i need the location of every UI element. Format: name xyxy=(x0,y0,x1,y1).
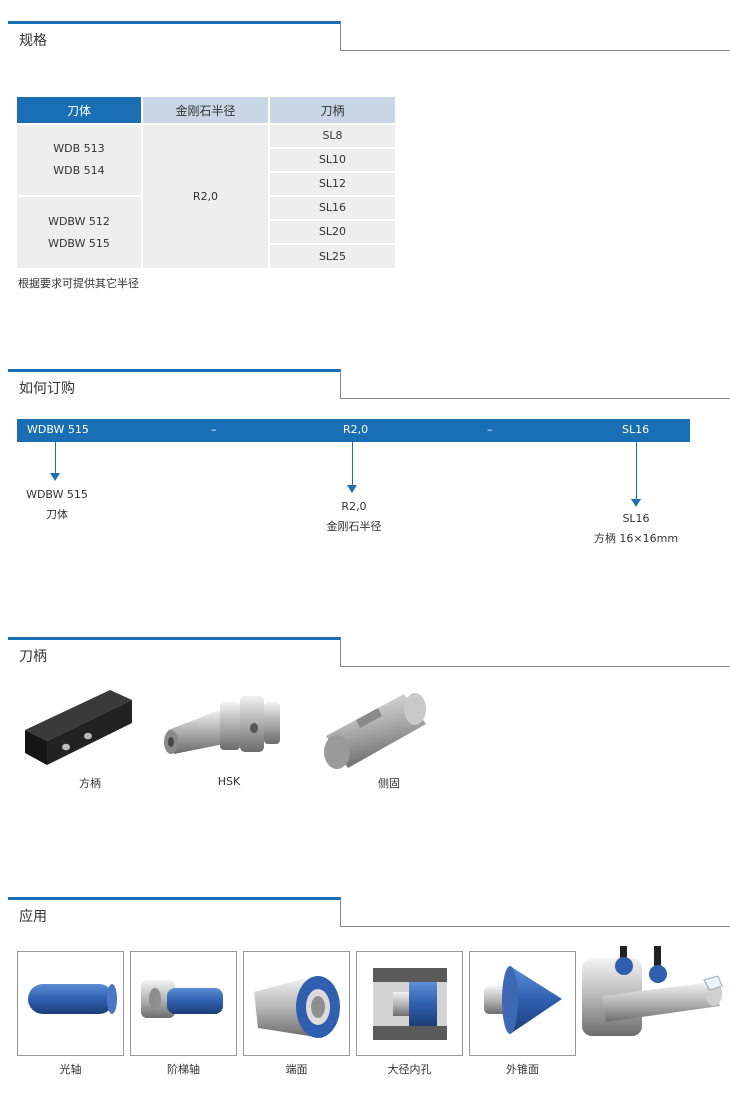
table-header-body: 刀体 xyxy=(17,97,141,123)
plain-shaft-image xyxy=(28,984,117,1014)
table-cell-body-group-2: WDBW 512 WDBW 515 xyxy=(17,197,141,268)
table-header-shank: 刀柄 xyxy=(270,97,395,123)
table-cell-shank: SL25 xyxy=(270,245,395,268)
table-header-radius: 金刚石半径 xyxy=(143,97,268,123)
section-header-order: 如何订购 xyxy=(8,369,730,399)
order-code-radius: R2,0 xyxy=(343,423,369,436)
section-header-spec: 规格 xyxy=(8,21,730,51)
holder-caption: HSK xyxy=(217,775,241,788)
stepped-shaft-image xyxy=(141,980,223,1018)
table-cell-shank: SL8 xyxy=(270,125,395,147)
application-caption: 大径内孔 xyxy=(387,1063,432,1076)
application-caption: 阶梯轴 xyxy=(167,1063,200,1076)
order-code-bar: WDBW 515 – R2,0 – SL16 xyxy=(17,419,690,442)
table-cell-shank: SL12 xyxy=(270,173,395,195)
arrow-down-icon xyxy=(631,442,642,507)
application-face xyxy=(243,951,350,1056)
hsk-holder-image xyxy=(164,696,280,754)
machining-scene-image xyxy=(582,946,723,1036)
holder-caption: 侧固 xyxy=(378,777,400,790)
table-cell-shank: SL20 xyxy=(270,221,395,243)
spec-note: 根据要求可提供其它半径 xyxy=(18,277,139,290)
table-cell-shank: SL16 xyxy=(270,197,395,219)
section-title: 规格 xyxy=(19,33,47,49)
square-shank-image xyxy=(25,690,132,765)
order-code-separator: – xyxy=(487,423,493,436)
section-title: 刀柄 xyxy=(19,649,47,665)
application-plain-shaft xyxy=(17,951,124,1056)
order-code-body: WDBW 515 xyxy=(27,423,89,436)
section-header-holder: 刀柄 xyxy=(8,637,730,667)
arrow-down-icon xyxy=(50,442,61,481)
application-caption: 外锥面 xyxy=(506,1063,539,1076)
order-code-separator: – xyxy=(211,423,217,436)
application-outer-cone xyxy=(469,951,576,1056)
application-stepped-shaft xyxy=(130,951,237,1056)
section-title: 应用 xyxy=(19,909,47,925)
side-lock-holder-image xyxy=(324,693,426,769)
outer-cone-image xyxy=(484,966,562,1034)
application-caption: 光轴 xyxy=(59,1063,82,1076)
face-image xyxy=(254,976,340,1038)
application-large-bore xyxy=(356,951,463,1056)
holder-caption: 方柄 xyxy=(79,777,101,790)
table-cell-body-group-1: WDB 513 WDB 514 xyxy=(17,125,141,195)
order-code-shank: SL16 xyxy=(622,423,650,436)
large-bore-image xyxy=(373,968,447,1040)
table-cell-radius: R2,0 xyxy=(143,125,268,268)
arrow-down-icon xyxy=(347,442,358,493)
section-title: 如何订购 xyxy=(19,381,75,397)
section-header-application: 应用 xyxy=(8,897,730,927)
application-caption: 端面 xyxy=(285,1063,308,1076)
table-cell-shank: SL10 xyxy=(270,149,395,171)
